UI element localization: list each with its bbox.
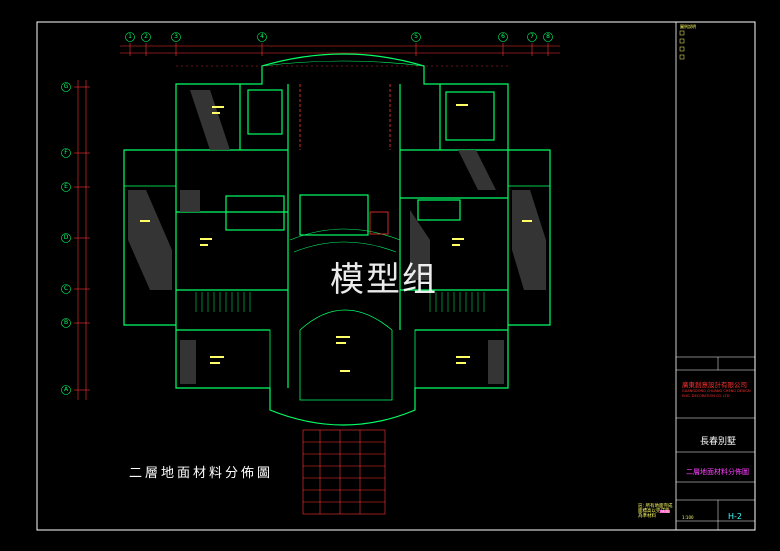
grid-column-label: 8 bbox=[546, 33, 550, 40]
note-line: 為準材料 bbox=[638, 514, 656, 519]
left-dimension-line bbox=[74, 80, 90, 400]
grid-column-label: 7 bbox=[530, 33, 534, 40]
side-wings bbox=[123, 149, 551, 389]
grid-column-label: 3 bbox=[174, 33, 178, 40]
drawing-title: 二層地面材料分佈圖 bbox=[129, 466, 274, 481]
grid-column-label: 1 bbox=[128, 33, 132, 40]
title-block-scale: 1:100 bbox=[682, 515, 694, 520]
grid-row-label: F bbox=[64, 149, 68, 156]
title-block-company: 廣東創意設計有限公司 bbox=[682, 381, 747, 389]
grid-column-label: 4 bbox=[260, 33, 264, 40]
column-grid-bubbles bbox=[125, 32, 553, 42]
grid-column-label: 6 bbox=[501, 33, 505, 40]
top-dimension-line bbox=[120, 43, 560, 56]
grid-row-label: G bbox=[63, 83, 69, 90]
grid-column-label: 2 bbox=[144, 33, 148, 40]
grid-row-label: B bbox=[63, 319, 69, 326]
legend-title: 圖例說明 bbox=[680, 24, 696, 29]
grid-row-label: E bbox=[64, 183, 68, 190]
title-block-sheet-number: H-2 bbox=[728, 512, 742, 521]
company-en-line: ENG. DECORATION CO. LTD bbox=[682, 394, 730, 398]
grid-row-label: C bbox=[63, 285, 69, 292]
room-annotations bbox=[140, 104, 532, 372]
watermark-text: 模型组 bbox=[330, 260, 438, 300]
entrance-steps bbox=[302, 429, 386, 515]
title-block-project-name: 長春別墅 bbox=[700, 437, 737, 447]
grid-row-label: A bbox=[63, 386, 69, 393]
note-line: 註: 所有地面完成 bbox=[638, 504, 673, 509]
sheet-border bbox=[36, 21, 756, 531]
section-tags bbox=[660, 510, 670, 513]
general-notes: 註: 所有地面完成 面標高以完成面 為準材料 bbox=[638, 504, 672, 519]
grid-column-label: 5 bbox=[414, 33, 418, 40]
grid-row-label: D bbox=[63, 234, 69, 241]
company-en-line: GUANGDONG CHUANG CHENG DESIGN bbox=[682, 389, 751, 393]
title-block-drawing-name: 二層地面材料分佈圖 bbox=[686, 468, 749, 476]
glass-hatching bbox=[128, 90, 546, 384]
row-grid-bubbles bbox=[61, 82, 71, 395]
title-block-company-en: GUANGDONG CHUANG CHENG DESIGN ENG. DECOR… bbox=[682, 389, 751, 399]
note-line: 面標高以完成面 bbox=[638, 509, 670, 514]
partition-marks bbox=[176, 65, 508, 235]
